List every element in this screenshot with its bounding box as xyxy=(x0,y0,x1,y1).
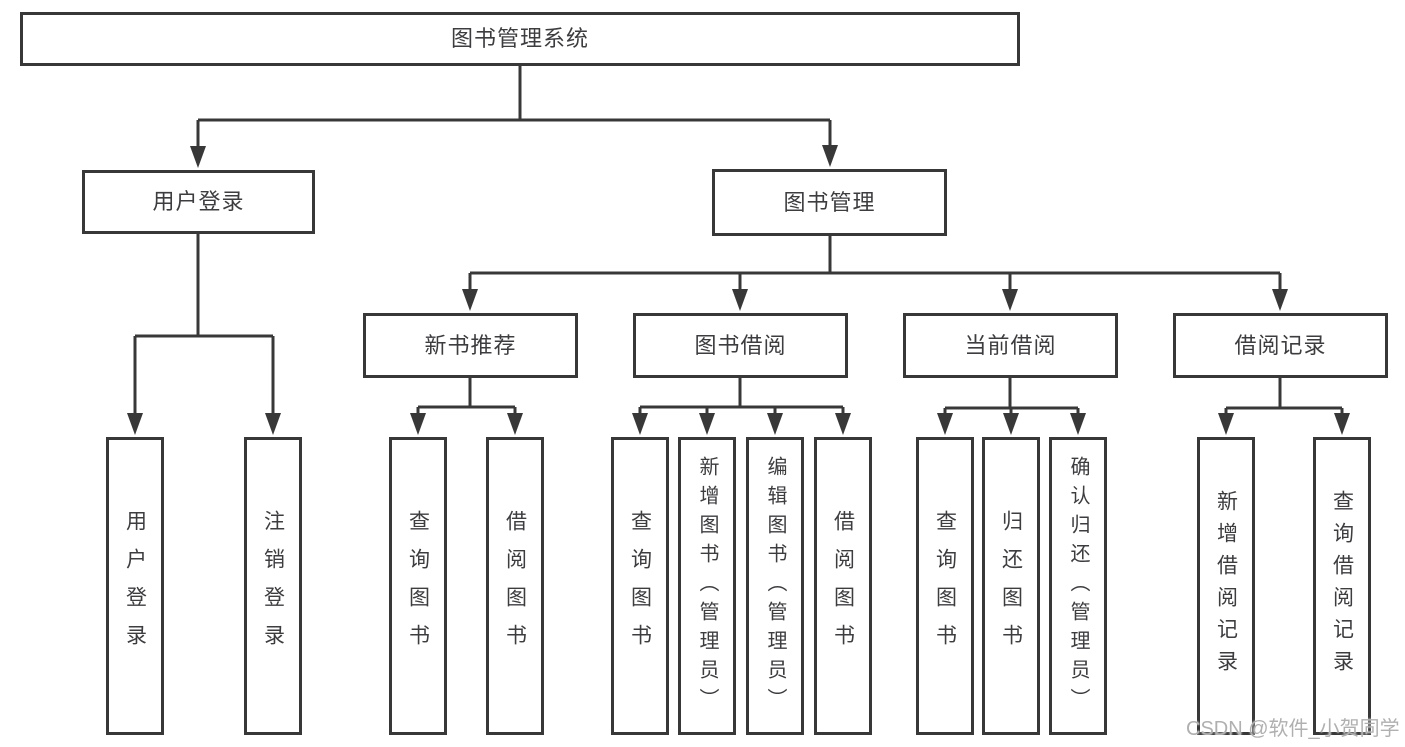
leaf-query-books-current: 查询图书 xyxy=(916,437,974,735)
arrowhead xyxy=(835,413,851,435)
leaf-edit-book-admin: 编辑图书（管理员） xyxy=(746,437,804,735)
arrowhead xyxy=(699,413,715,435)
leaf-logout: 注销登录 xyxy=(244,437,302,735)
leaf-add-borrow-record: 新增借阅记录 xyxy=(1197,437,1255,735)
leaf-query-books-recommend: 查询图书 xyxy=(389,437,447,735)
arrowhead xyxy=(462,289,478,311)
leaf-confirm-return-admin: 确认归还（管理员） xyxy=(1049,437,1107,735)
node-book-management: 图书管理 xyxy=(712,169,947,236)
node-library-system: 图书管理系统 xyxy=(20,12,1020,66)
arrowhead xyxy=(265,413,281,435)
arrowhead xyxy=(1334,413,1350,435)
leaf-borrow-books: 借阅图书 xyxy=(814,437,872,735)
leaf-query-books-borrow: 查询图书 xyxy=(611,437,669,735)
node-new-book-recommend: 新书推荐 xyxy=(363,313,578,378)
arrowhead xyxy=(190,146,206,168)
arrowhead xyxy=(410,413,426,435)
node-current-borrow: 当前借阅 xyxy=(903,313,1118,378)
arrowhead xyxy=(507,413,523,435)
leaf-query-borrow-record: 查询借阅记录 xyxy=(1313,437,1371,735)
csdn-watermark: CSDN @软件_小贺同学 xyxy=(1186,718,1400,740)
arrowhead xyxy=(127,413,143,435)
arrowhead xyxy=(1218,413,1234,435)
arrowhead xyxy=(822,145,838,167)
leaf-borrow-books-recommend: 借阅图书 xyxy=(486,437,544,735)
arrowhead xyxy=(1070,413,1086,435)
node-borrow-records: 借阅记录 xyxy=(1173,313,1388,378)
arrowhead xyxy=(632,413,648,435)
leaf-add-book-admin: 新增图书（管理员） xyxy=(678,437,736,735)
arrowhead xyxy=(1003,413,1019,435)
node-book-borrow: 图书借阅 xyxy=(633,313,848,378)
node-user-login: 用户登录 xyxy=(82,170,315,234)
arrowhead xyxy=(1272,289,1288,311)
leaf-user-login: 用户登录 xyxy=(106,437,164,735)
arrowhead xyxy=(767,413,783,435)
leaf-return-book: 归还图书 xyxy=(982,437,1040,735)
arrowhead xyxy=(732,289,748,311)
arrowhead xyxy=(937,413,953,435)
arrowhead xyxy=(1002,289,1018,311)
